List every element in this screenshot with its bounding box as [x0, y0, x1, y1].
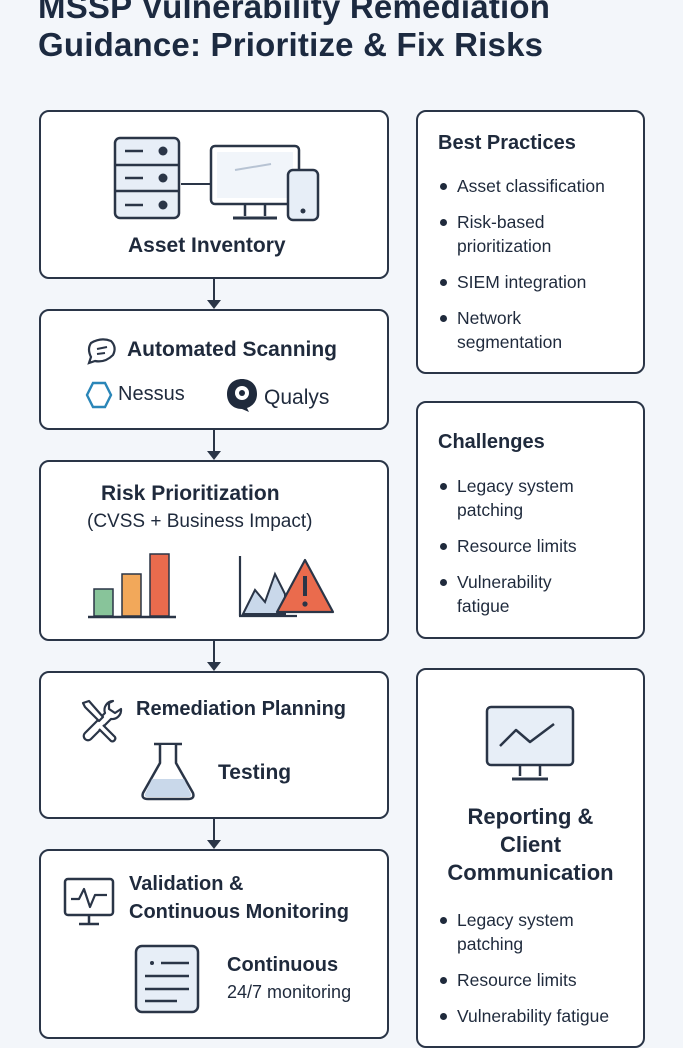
server-icon: [113, 136, 181, 220]
list-item: Legacy system patching: [438, 908, 597, 956]
nessus-logo-icon: [85, 381, 113, 409]
connector-line: [181, 183, 211, 185]
automated-scanning-label: Automated Scanning: [127, 338, 338, 361]
validation-label-line1: Validation &: [129, 873, 244, 895]
list-item: Resource limits: [438, 968, 638, 992]
list-item: Legacy system patching: [438, 474, 597, 522]
monitoring-label: 24/7 monitoring: [227, 982, 352, 1002]
list-item: Vulnerability fatigue: [438, 1004, 638, 1028]
reporting-title-line3: Communication: [447, 860, 614, 885]
flow-arrow: [207, 430, 221, 460]
page-title: MSSP Vulnerability Remediation Guidance:…: [38, 0, 551, 63]
automated-scanning-card: Automated Scanning Nessus Qualys: [39, 309, 389, 430]
validation-label-line2: Continuous Monitoring: [129, 901, 349, 923]
best-practices-card: Best Practices Asset classification Risk…: [416, 110, 645, 374]
reporting-card: Reporting & Client Communication Legacy …: [416, 668, 645, 1048]
reporting-title-line2: Client: [499, 832, 562, 857]
list-item: Resource limits: [438, 534, 638, 558]
challenges-card: Challenges Legacy system patching Resour…: [416, 401, 645, 639]
list-item: Risk-based prioritization: [438, 210, 587, 258]
bar-chart-icon: [88, 553, 176, 619]
mobile-device-icon: [286, 168, 320, 222]
qualys-label: Qualys: [264, 386, 330, 409]
remediation-planning-card: Remediation Planning Testing: [39, 671, 389, 819]
risk-prioritization-sublabel: (CVSS + Business Impact): [87, 511, 313, 532]
remediation-planning-label: Remediation Planning: [136, 698, 347, 720]
risk-prioritization-card: Risk Prioritization (CVSS + Business Imp…: [39, 460, 389, 641]
risk-prioritization-label: Risk Prioritization: [101, 482, 280, 505]
continuous-label: Continuous: [227, 954, 339, 976]
best-practices-list: Asset classification Risk-based prioriti…: [438, 174, 638, 366]
flask-icon: [141, 742, 195, 801]
validation-card: Validation & Continuous Monitoring Conti…: [39, 849, 389, 1039]
best-practices-title: Best Practices: [438, 132, 576, 154]
scan-icon: [87, 338, 116, 365]
nessus-label: Nessus: [118, 383, 185, 405]
reporting-list: Legacy system patching Resource limits V…: [438, 908, 638, 1040]
list-item: SIEM integration: [438, 270, 638, 294]
challenges-title: Challenges: [438, 431, 545, 453]
challenges-list: Legacy system patching Resource limits V…: [438, 474, 638, 630]
wrench-screwdriver-icon: [81, 699, 123, 743]
reporting-title-line1: Reporting &: [467, 804, 594, 829]
flow-arrow: [207, 641, 221, 671]
qualys-logo-icon: [227, 379, 257, 412]
dashboard-monitor-icon: [485, 705, 575, 781]
asset-inventory-label: Asset Inventory: [128, 234, 286, 257]
flow-arrow: [207, 279, 221, 309]
monitor-icon: [209, 144, 301, 220]
monitor-pulse-icon: [63, 877, 115, 926]
list-item: Network segmentation: [438, 306, 597, 354]
report-document-icon: [134, 944, 200, 1014]
testing-label: Testing: [218, 761, 292, 784]
risk-trend-warning-icon: [238, 556, 335, 618]
list-item: Asset classification: [438, 174, 638, 198]
flow-arrow: [207, 819, 221, 849]
asset-inventory-card: Asset Inventory: [39, 110, 389, 279]
list-item: Vulnerability fatigue: [438, 570, 577, 618]
